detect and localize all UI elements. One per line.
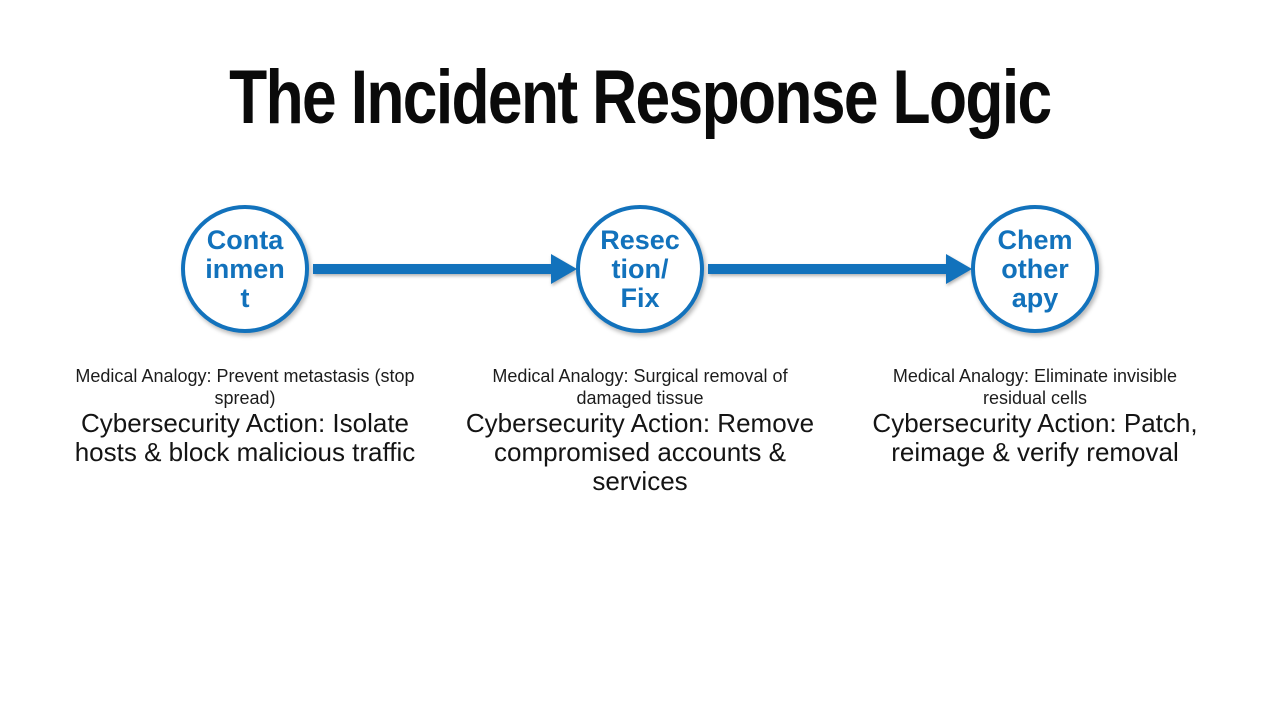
cybersecurity-action-text: Cybersecurity Action: Isolate hosts & bl… bbox=[74, 408, 416, 467]
step-description-chemotherapy: Medical Analogy: Eliminate invisible res… bbox=[845, 365, 1225, 467]
step-circle-chemotherapy-label: Chem other apy bbox=[997, 224, 1073, 313]
right-arrow-icon bbox=[313, 254, 577, 284]
slide-title: The Incident Response Logic bbox=[229, 55, 1052, 140]
step-circle-containment: Conta inmen t bbox=[181, 205, 309, 333]
medical-analogy-text: Medical Analogy: Prevent metastasis (sto… bbox=[75, 366, 415, 408]
flow-arrow-2 bbox=[708, 253, 972, 285]
step-description-resection-fix: Medical Analogy: Surgical removal of dam… bbox=[450, 365, 830, 496]
cybersecurity-action-text: Cybersecurity Action: Remove compromised… bbox=[465, 408, 815, 496]
step-circle-containment-label: Conta inmen t bbox=[205, 224, 285, 313]
medical-analogy-text: Medical Analogy: Eliminate invisible res… bbox=[892, 366, 1178, 408]
cybersecurity-action-text: Cybersecurity Action: Patch, reimage & v… bbox=[872, 408, 1198, 467]
step-description-containment: Medical Analogy: Prevent metastasis (sto… bbox=[55, 365, 435, 467]
step-circle-resection-fix: Resec tion/ Fix bbox=[576, 205, 704, 333]
medical-analogy-text: Medical Analogy: Surgical removal of dam… bbox=[492, 366, 788, 408]
slide-title-area: The Incident Response Logic bbox=[0, 58, 1280, 159]
step-circle-chemotherapy: Chem other apy bbox=[971, 205, 1099, 333]
step-circle-resection-fix-label: Resec tion/ Fix bbox=[600, 224, 680, 313]
flow-arrow-1 bbox=[313, 253, 577, 285]
right-arrow-icon bbox=[708, 254, 972, 284]
